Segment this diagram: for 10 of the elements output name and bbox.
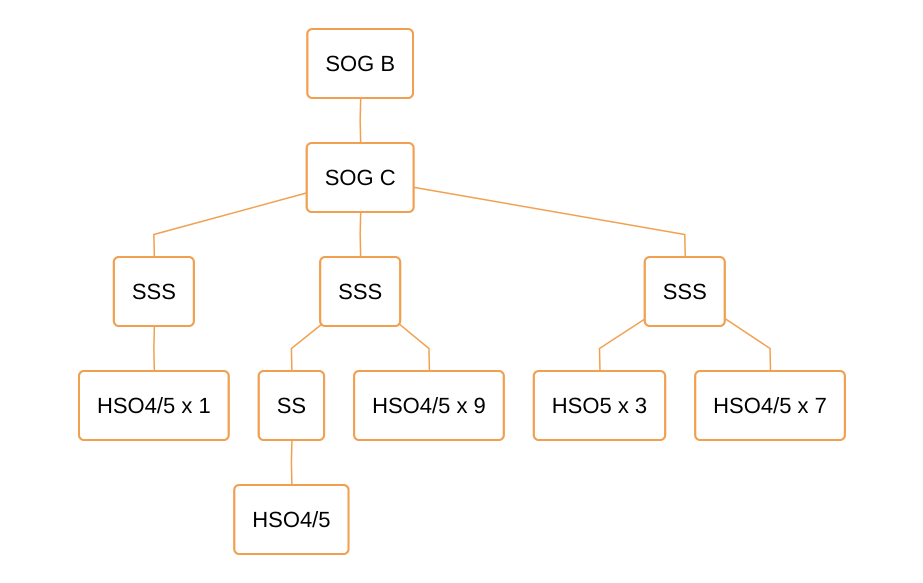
connector <box>152 192 307 258</box>
connector <box>152 326 155 372</box>
connector <box>398 324 430 372</box>
connector <box>290 440 292 486</box>
connector <box>598 318 646 372</box>
connector <box>724 318 771 372</box>
connector <box>414 186 686 258</box>
connector <box>290 324 322 372</box>
connector <box>358 98 361 144</box>
connector <box>358 212 361 258</box>
